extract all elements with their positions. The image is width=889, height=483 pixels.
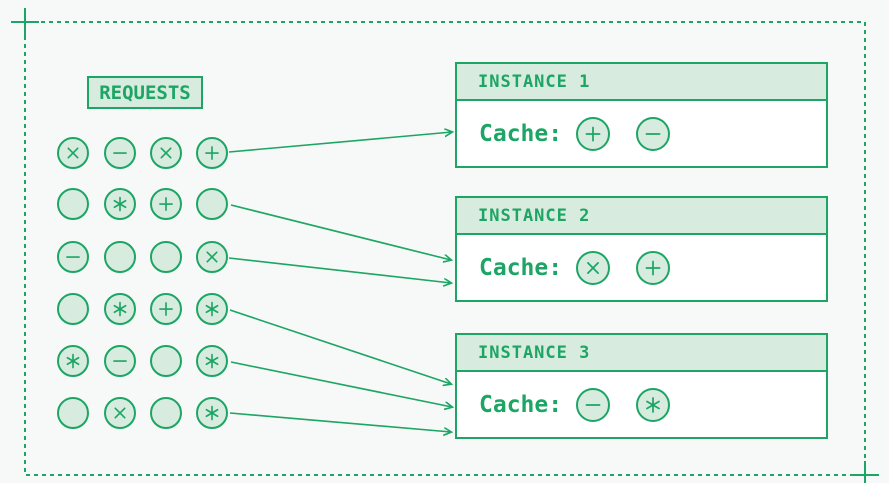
request-circle-r5-c4 xyxy=(196,345,228,377)
asterisk-icon xyxy=(205,301,219,317)
cache-item-circle xyxy=(636,387,671,422)
request-circle-r4-c3 xyxy=(150,293,182,325)
requests-label: REQUESTS xyxy=(87,76,203,109)
asterisk-icon xyxy=(113,196,127,212)
minus-icon xyxy=(645,132,661,135)
cache-item-circle xyxy=(576,116,611,151)
asterisk-icon xyxy=(66,353,80,369)
instance-2-body: Cache: xyxy=(457,235,826,300)
cache-item-circle xyxy=(576,250,611,285)
request-circle-r5-c2 xyxy=(104,345,136,377)
instance-1-body: Cache: xyxy=(457,101,826,166)
request-circle-r6-c3 xyxy=(150,397,182,429)
arrow-row1-to-instance1 xyxy=(228,132,452,153)
arrow-row4-to-instance3 xyxy=(229,309,451,384)
request-circle-r3-c3 xyxy=(150,241,182,273)
cache-symbols xyxy=(576,116,671,151)
request-circle-r6-c2 xyxy=(104,397,136,429)
request-circle-r3-c2 xyxy=(104,241,136,273)
minus-icon xyxy=(113,152,127,154)
minus-icon xyxy=(113,360,127,362)
request-circle-r1-c3 xyxy=(150,137,182,169)
plus-icon xyxy=(159,197,173,211)
instance-1-title: INSTANCE 1 xyxy=(457,64,826,101)
asterisk-icon xyxy=(205,405,219,421)
request-circle-r1-c1 xyxy=(57,137,89,169)
plus-icon xyxy=(159,302,173,316)
plus-icon xyxy=(585,126,601,141)
instance-3-body: Cache: xyxy=(457,372,826,437)
request-circle-r5-c3 xyxy=(150,345,182,377)
arrow-row3-to-instance2 xyxy=(228,257,451,283)
cache-item-circle xyxy=(636,116,671,151)
instance-2-title: INSTANCE 2 xyxy=(457,198,826,235)
cache-label: Cache: xyxy=(479,391,563,418)
minus-icon xyxy=(66,256,80,258)
request-circle-r2-c1 xyxy=(57,188,89,220)
cache-symbols xyxy=(576,387,671,422)
cross-icon xyxy=(114,407,126,419)
asterisk-icon xyxy=(646,396,661,413)
cache-label: Cache: xyxy=(479,254,563,281)
arrow-row6-to-instance3 xyxy=(229,412,451,432)
instance-box-2: INSTANCE 2 Cache: xyxy=(455,196,828,302)
instance-box-1: INSTANCE 1 Cache: xyxy=(455,62,828,168)
request-circle-r2-c3 xyxy=(150,188,182,220)
plus-icon xyxy=(205,146,219,160)
cross-icon xyxy=(67,147,79,159)
request-circle-r2-c2 xyxy=(104,188,136,220)
request-circle-r4-c2 xyxy=(104,293,136,325)
request-circle-r3-c4 xyxy=(196,241,228,273)
arrow-row5-to-instance3 xyxy=(230,361,452,407)
request-circle-r6-c1 xyxy=(57,397,89,429)
cross-icon xyxy=(206,251,218,263)
request-circle-r3-c1 xyxy=(57,241,89,273)
instance-3-title: INSTANCE 3 xyxy=(457,335,826,372)
asterisk-icon xyxy=(205,353,219,369)
minus-icon xyxy=(585,403,601,406)
cache-item-circle xyxy=(636,250,671,285)
asterisk-icon xyxy=(113,301,127,317)
arrow-row2-to-instance2 xyxy=(230,204,451,260)
cache-item-circle xyxy=(576,387,611,422)
cache-symbols xyxy=(576,250,671,285)
request-circle-r5-c1 xyxy=(57,345,89,377)
plus-icon xyxy=(645,260,661,275)
request-circle-r1-c2 xyxy=(104,137,136,169)
request-circle-r1-c4 xyxy=(196,137,228,169)
cross-icon xyxy=(160,147,172,159)
request-circle-r4-c4 xyxy=(196,293,228,325)
cache-label: Cache: xyxy=(479,120,563,147)
request-circle-r2-c4 xyxy=(196,188,228,220)
instance-box-3: INSTANCE 3 Cache: xyxy=(455,333,828,439)
request-circle-r6-c4 xyxy=(196,397,228,429)
request-circle-r4-c1 xyxy=(57,293,89,325)
cross-icon xyxy=(587,261,600,274)
request-arrows xyxy=(228,132,452,432)
